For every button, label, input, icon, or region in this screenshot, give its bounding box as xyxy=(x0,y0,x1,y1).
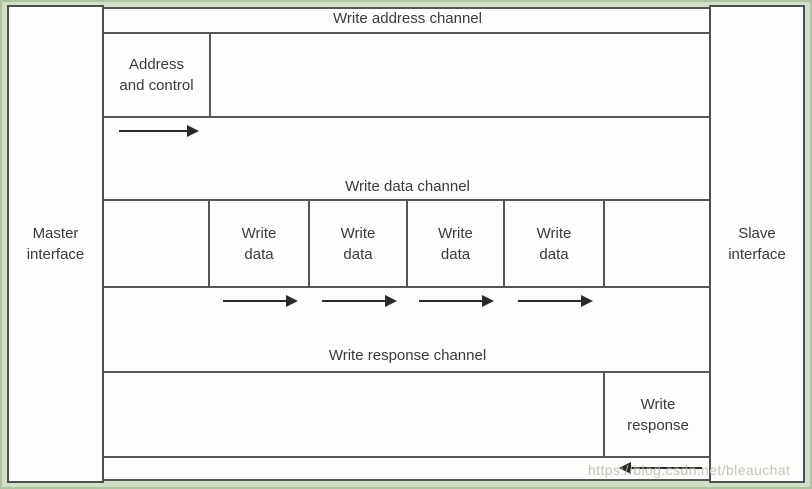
write-response-channel-title: Write response channel xyxy=(328,347,487,364)
write-data-box: Write data xyxy=(438,224,473,263)
divider-line xyxy=(603,199,605,288)
write-data-channel-title: Write data channel xyxy=(345,178,470,195)
right-arrow-icon xyxy=(419,295,494,307)
write-data-box: Write data xyxy=(536,224,572,263)
divider-line xyxy=(104,116,711,118)
left-arrow-icon xyxy=(619,462,702,474)
master-interface-box: Master interface xyxy=(7,5,104,483)
write-address-channel-title: Write address channel xyxy=(333,10,482,27)
divider-line xyxy=(104,479,711,481)
right-arrow-icon xyxy=(322,295,397,307)
divider-line xyxy=(104,7,711,9)
write-data-box: Write data xyxy=(241,224,277,263)
write-data-box: Write data xyxy=(340,224,376,263)
divider-line xyxy=(104,32,711,34)
divider-line xyxy=(104,456,711,458)
right-arrow-icon xyxy=(119,125,199,137)
divider-line xyxy=(406,199,408,288)
right-arrow-icon xyxy=(223,295,298,307)
write-response-box: Write response xyxy=(627,395,689,434)
address-and-control-box: Address and control xyxy=(119,56,194,94)
divider-line xyxy=(503,199,505,288)
slave-interface-box: Slave interface xyxy=(709,5,805,483)
divider-line xyxy=(104,371,711,373)
watermark: https://blog.csdn.net/bleauchat xyxy=(588,462,791,478)
divider-line xyxy=(208,199,210,288)
right-arrow-icon xyxy=(518,295,593,307)
divider-line xyxy=(308,199,310,288)
divider-line xyxy=(209,32,211,118)
divider-line xyxy=(603,371,605,458)
